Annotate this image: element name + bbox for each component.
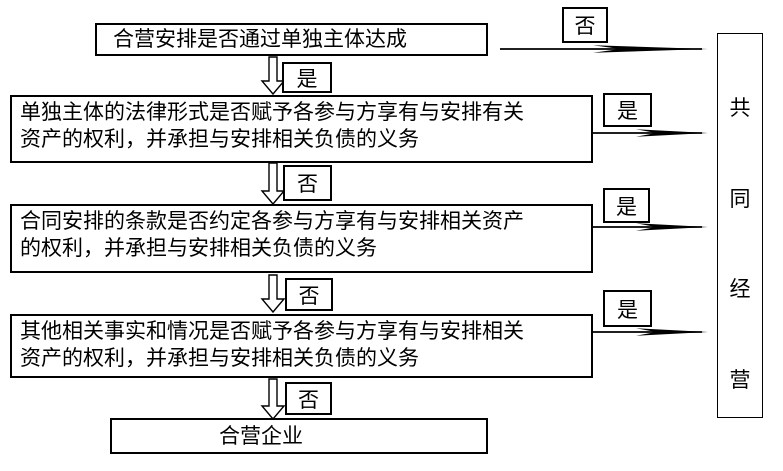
joint-venture-text: 合营企业 [219,423,303,448]
edge-label-q4-yes: 是 [603,290,652,327]
edge-label-q1-no: 否 [562,7,608,43]
question-3-line-1: 合同安排的条款是否约定各参与方享有与安排相关资产 [20,209,524,233]
edge-label-q3-no: 否 [285,278,333,311]
arrow-q3-yes [593,223,708,231]
edge-label-q1-yes: 是 [282,62,332,93]
arrowhead-right-icon [636,328,708,336]
down-arrow-q4-no-icon [260,378,286,421]
arrowhead-right-icon [636,129,708,137]
arrowhead-right-icon [593,45,708,53]
down-arrow-q3-no-icon [260,274,286,314]
question-1-text: 合营安排是否通过单独主体达成 [113,27,407,51]
node-result-joint-venture: 合营企业 [110,418,488,454]
down-arrow-q1-yes-icon [260,56,286,96]
node-question-1: 合营安排是否通过单独主体达成 [95,23,488,56]
question-4-line-2: 资产的权利，并承担与安排相关负债的义务 [20,346,419,370]
edge-label-q2-no: 否 [283,165,332,201]
arrow-q1-no [500,45,708,53]
node-question-4: 其他相关事实和情况是否赋予各参与方享有与安排相关 资产的权利，并承担与安排相关负… [10,314,593,378]
question-4-line-1: 其他相关事实和情况是否赋予各参与方享有与安排相关 [20,319,524,343]
down-arrow-q2-no-icon [260,162,286,206]
question-2-line-1: 单独主体的法律形式是否赋予各参与方享有与安排有关 [20,100,524,124]
question-2-line-2: 资产的权利，并承担与安排相关负债的义务 [20,127,419,151]
node-question-3: 合同安排的条款是否约定各参与方享有与安排相关资产 的权利，并承担与安排相关负债的… [10,204,593,273]
joint-operation-char-3: 经 [729,277,751,302]
node-question-2: 单独主体的法律形式是否赋予各参与方享有与安排有关 资产的权利，并承担与安排相关负… [10,95,593,163]
joint-operation-char-1: 共 [729,96,751,120]
node-result-joint-operation: 共 同 经 营 [717,33,763,418]
arrowhead-right-icon [636,223,708,231]
edge-label-q4-no: 否 [285,382,332,415]
arrow-q2-yes [593,129,708,137]
joint-operation-char-2: 同 [729,186,751,211]
edge-label-q3-yes: 是 [603,188,650,223]
edge-label-q2-yes: 是 [603,93,652,127]
question-3-line-2: 的权利，并承担与安排相关负债的义务 [20,236,377,260]
joint-operation-char-4: 营 [729,367,751,392]
arrow-q4-yes [593,328,708,336]
